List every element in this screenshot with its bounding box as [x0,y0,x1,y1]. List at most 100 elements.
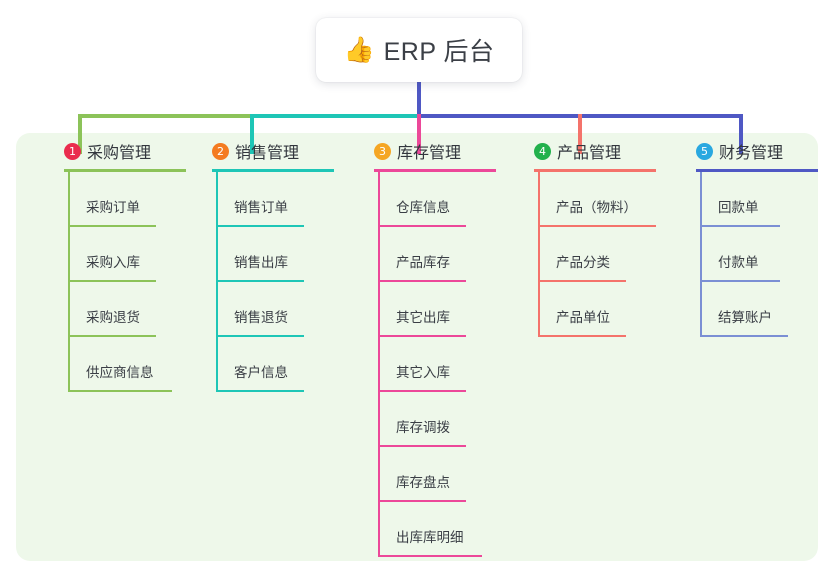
leaf-item-rule [378,390,466,392]
column-header-rule [64,169,186,172]
leaf-item-label: 销售出库 [234,255,288,270]
branch-drop-4 [578,114,582,154]
column-spine [378,172,380,557]
leaf-item-rule [378,500,466,502]
column-spine [538,172,540,337]
leaf-item-label: 采购退货 [86,310,140,325]
leaf-item-label: 采购订单 [86,200,140,215]
leaf-item-label: 库存调拨 [396,420,450,435]
column-header-3[interactable]: 3 库存管理 [356,133,514,169]
leaf-item-label: 其它出库 [396,310,450,325]
leaf-item[interactable]: 付款单 [700,227,836,282]
column-3: 3 库存管理仓库信息产品库存其它出库其它入库库存调拨库存盘点出库库明细 [356,133,514,557]
leaf-item[interactable]: 产品分类 [538,227,674,282]
leaf-item-label: 产品单位 [556,310,610,325]
column-header-rule [374,169,496,172]
trunk-segment-1 [78,114,250,118]
leaf-item[interactable]: 销售出库 [216,227,352,282]
leaf-item[interactable]: 其它入库 [378,337,514,392]
leaf-item[interactable]: 客户信息 [216,337,352,392]
leaf-item-label: 出库库明细 [396,530,464,545]
leaf-item-label: 产品分类 [556,255,610,270]
leaf-item-rule [68,335,156,337]
leaf-item[interactable]: 销售订单 [216,172,352,227]
leaf-item[interactable]: 其它出库 [378,282,514,337]
branch-drop-1 [78,114,82,154]
leaf-item[interactable]: 采购订单 [68,172,204,227]
leaf-item-label: 产品库存 [396,255,450,270]
column-items: 采购订单采购入库采购退货供应商信息 [68,172,204,392]
column-1: 1 采购管理采购订单采购入库采购退货供应商信息 [46,133,204,392]
diagram-panel [16,133,818,561]
column-number-badge: 4 [534,142,551,160]
leaf-item-rule [216,335,304,337]
leaf-item-rule [378,225,466,227]
column-number-badge: 3 [374,142,391,160]
column-items: 仓库信息产品库存其它出库其它入库库存调拨库存盘点出库库明细 [378,172,514,557]
leaf-item-label: 供应商信息 [86,365,154,380]
column-spine [68,172,70,392]
column-title: 采购管理 [87,145,152,162]
leaf-item-rule [700,280,780,282]
root-node-label: ERP 后台 [383,38,495,66]
leaf-item-rule [68,280,156,282]
column-title: 销售管理 [235,145,300,162]
leaf-item-rule [538,280,626,282]
leaf-item-rule [378,445,466,447]
column-header-1[interactable]: 1 采购管理 [46,133,204,169]
column-title: 库存管理 [397,145,462,162]
leaf-item[interactable]: 销售退货 [216,282,352,337]
leaf-item[interactable]: 出库库明细 [378,502,514,557]
leaf-item-label: 产品（物料） [556,200,637,215]
leaf-item-label: 销售订单 [234,200,288,215]
root-node-card[interactable]: 👍 ERP 后台 [316,18,522,82]
leaf-item[interactable]: 库存盘点 [378,447,514,502]
leaf-item-rule [538,335,626,337]
leaf-item-label: 客户信息 [234,365,288,380]
root-vertical-connector [417,80,421,116]
leaf-item-rule [216,280,304,282]
leaf-item[interactable]: 产品单位 [538,282,674,337]
leaf-item[interactable]: 仓库信息 [378,172,514,227]
leaf-item-rule [216,225,304,227]
leaf-item-rule [68,390,172,392]
leaf-item[interactable]: 回款单 [700,172,836,227]
leaf-item-rule [538,225,656,227]
leaf-item-label: 销售退货 [234,310,288,325]
leaf-item-label: 仓库信息 [396,200,450,215]
column-spine [216,172,218,392]
column-number-badge: 1 [64,142,81,160]
column-header-rule [534,169,656,172]
leaf-item[interactable]: 产品库存 [378,227,514,282]
leaf-item[interactable]: 结算账户 [700,282,836,337]
leaf-item[interactable]: 产品（物料） [538,172,674,227]
column-items: 产品（物料） 产品分类产品单位 [538,172,674,337]
leaf-item-label: 回款单 [718,200,759,215]
column-number-badge: 5 [696,142,713,160]
branch-drop-2 [250,114,254,154]
leaf-item-label: 付款单 [718,255,759,270]
leaf-item-rule [216,390,304,392]
column-number-badge: 2 [212,142,229,160]
trunk-segment-2 [250,114,417,118]
leaf-item-label: 采购入库 [86,255,140,270]
column-header-2[interactable]: 2 销售管理 [194,133,352,169]
column-header-rule [212,169,334,172]
branch-drop-3 [417,114,421,154]
columns-container: 1 采购管理采购订单采购入库采购退货供应商信息 2 销售管理销售订单销售出库销售退货客… [16,133,818,561]
branch-drop-5 [739,114,743,154]
leaf-item[interactable]: 库存调拨 [378,392,514,447]
column-items: 回款单付款单结算账户 [700,172,836,337]
leaf-item[interactable]: 供应商信息 [68,337,204,392]
column-header-rule [696,169,818,172]
leaf-item-rule [378,335,466,337]
leaf-item-rule [378,280,466,282]
column-2: 2 销售管理销售订单销售出库销售退货客户信息 [194,133,352,392]
leaf-item-rule [700,225,780,227]
leaf-item[interactable]: 采购入库 [68,227,204,282]
leaf-item[interactable]: 采购退货 [68,282,204,337]
